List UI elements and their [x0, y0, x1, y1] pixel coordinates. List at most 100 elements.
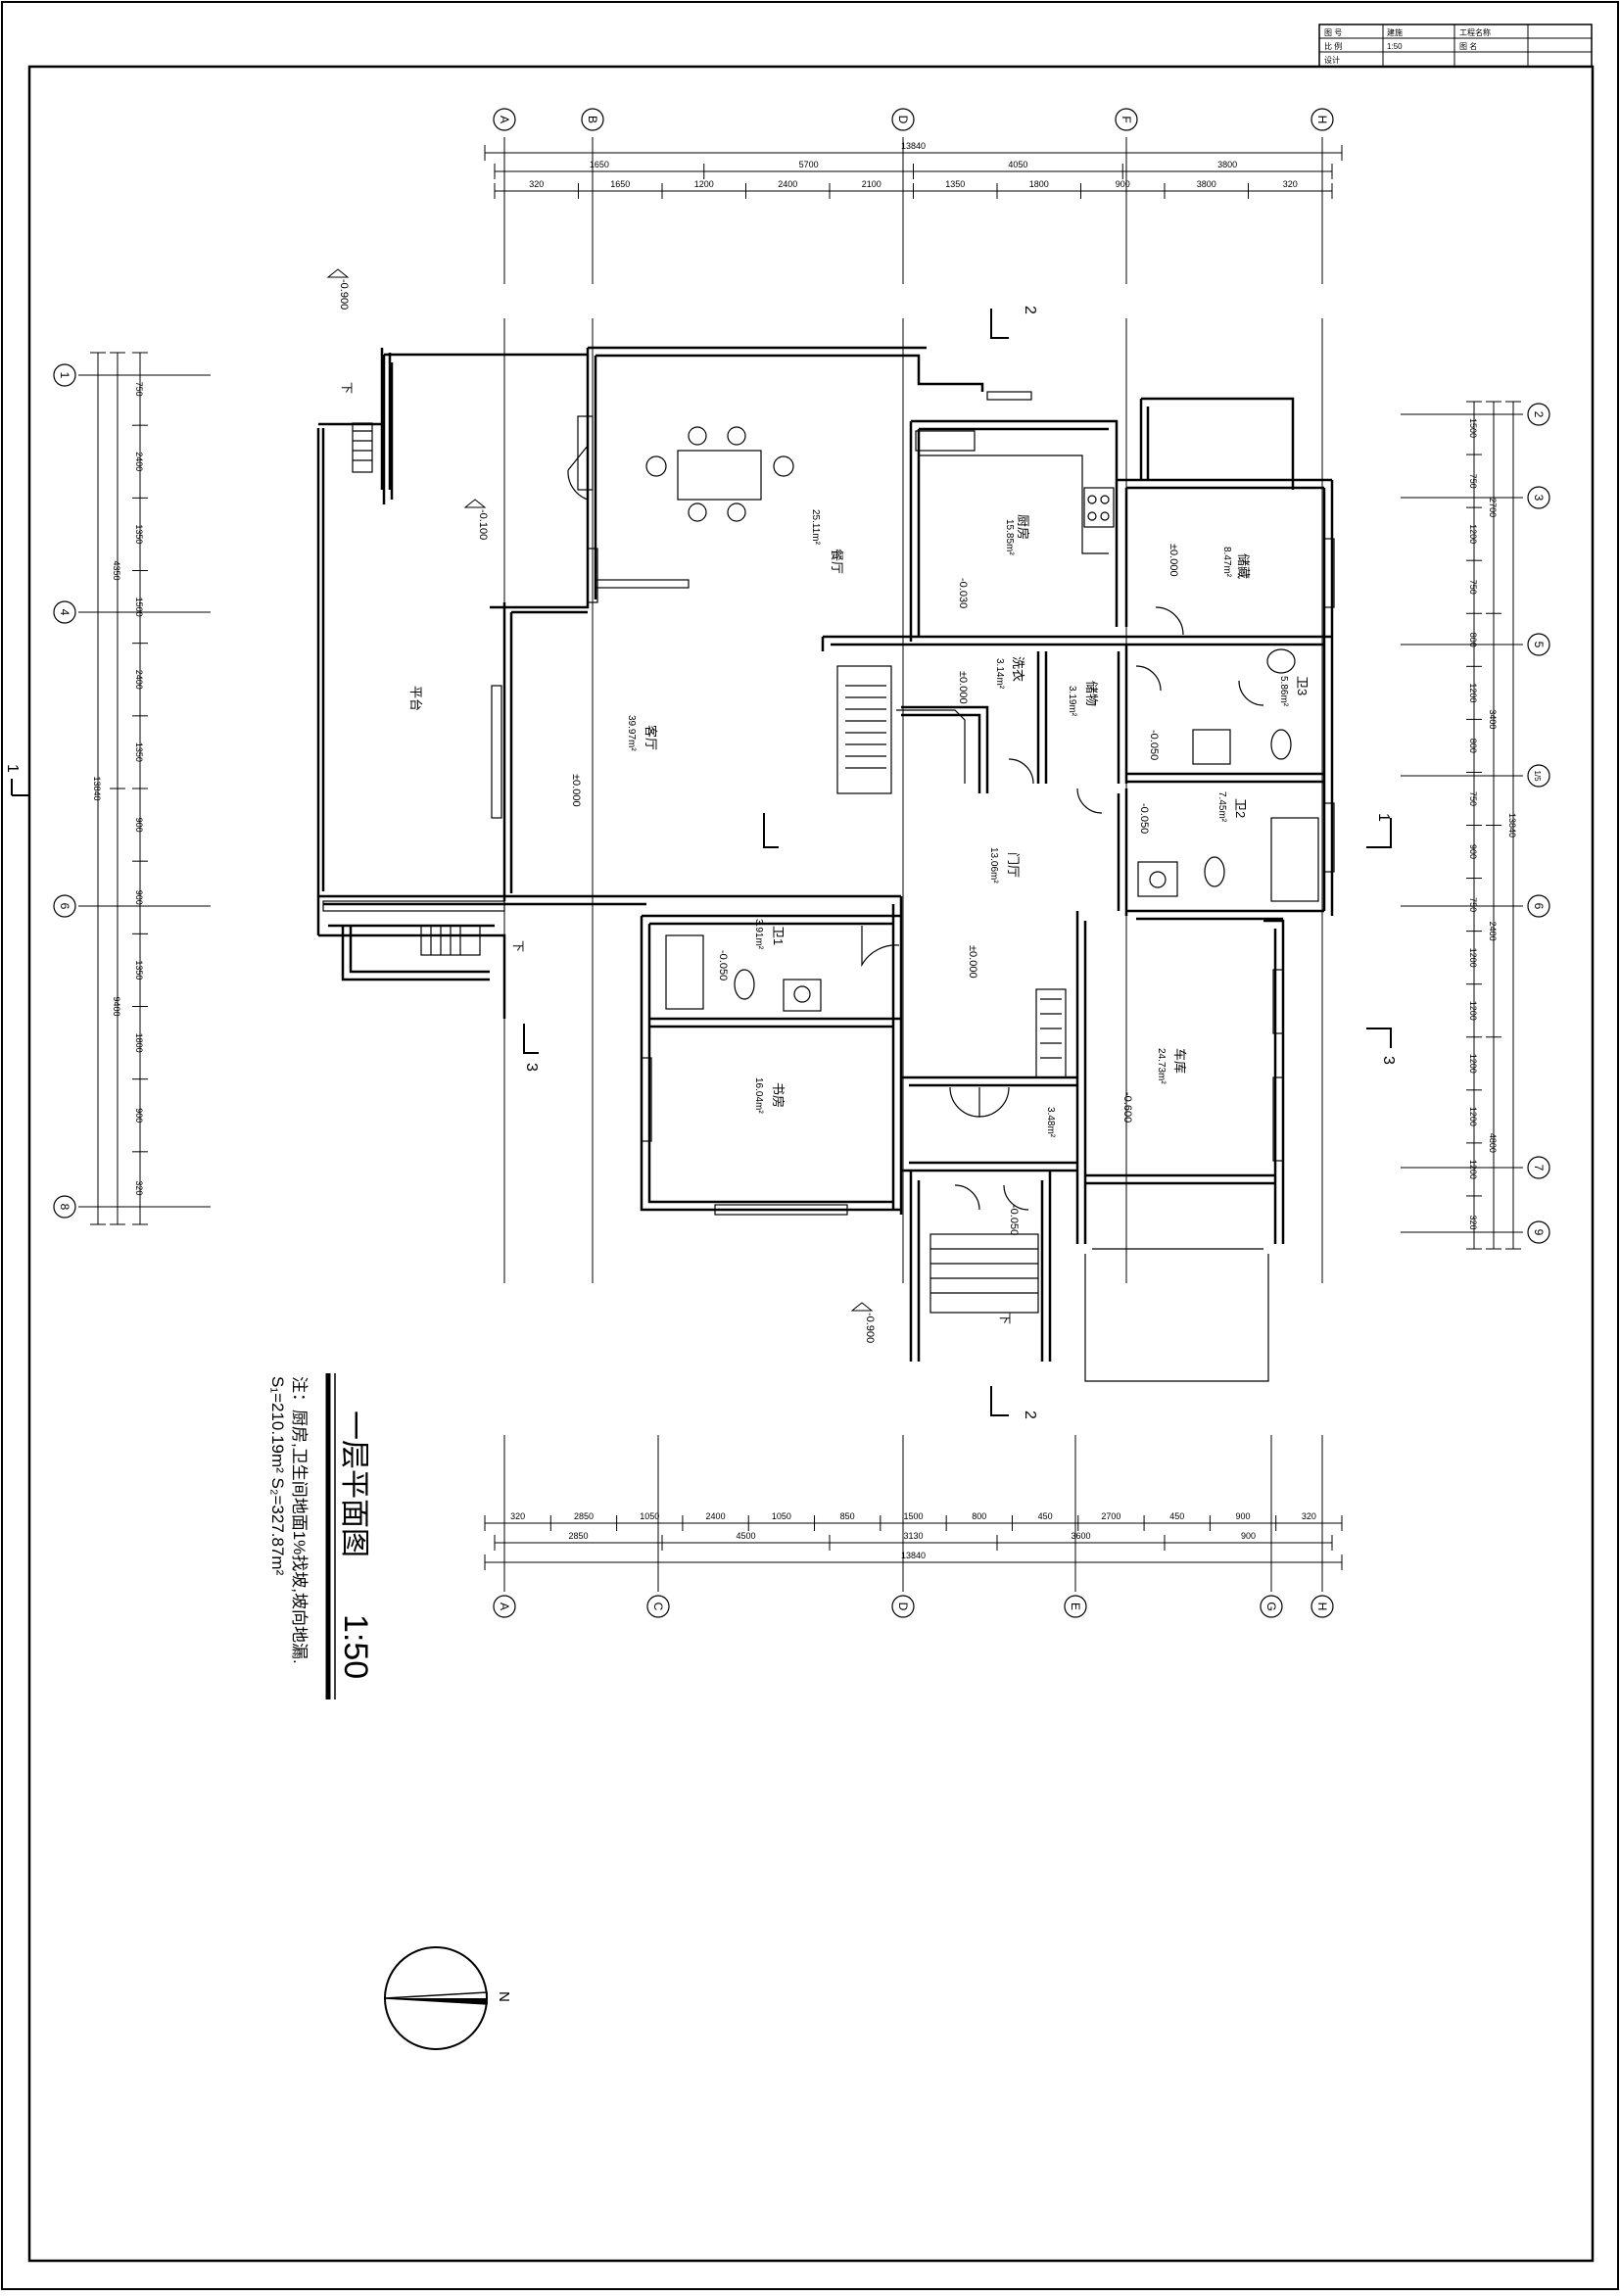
tb-r2c1: 比 例: [1324, 41, 1342, 51]
dim-right-row2-text: 1200: [1468, 1160, 1478, 1179]
axis-bubble-right: [1527, 403, 1550, 426]
dim-right-row1-text: 2400: [1488, 922, 1498, 941]
dim-left-row1-text-wrap: 4350: [112, 560, 121, 580]
dim-left-row2-text: 1350: [134, 960, 144, 980]
tb-r3c1: 设计: [1324, 55, 1340, 65]
level-garage: -0.600: [1121, 1092, 1133, 1123]
dim-top-row1-text: 1650: [590, 160, 609, 169]
dim-left-row2-text: 900: [134, 890, 144, 905]
section-markers: [11, 309, 1392, 1416]
axis-label-right-wrap: 2: [1532, 411, 1546, 418]
section-labels: 2 2 3 3 1 1: [4, 306, 1397, 1419]
section-3-right: 3: [1380, 1056, 1397, 1065]
level-marks: -0.900 -0.100 ±0.000 -0.030 ±0.000 ±0.00…: [326, 268, 1179, 1343]
axis-bubble-left: [53, 1195, 76, 1219]
dim-right-row2-text-wrap: 900: [1468, 844, 1478, 859]
dim-bottom-row2-text: 4500: [736, 1531, 755, 1541]
axis-bubble-bottom: [493, 1595, 516, 1618]
dim-bottom-row2-text: 3600: [1071, 1531, 1090, 1541]
dim-right-row2-text-wrap: 800: [1468, 739, 1478, 753]
axis-bubble-bottom: [1064, 1595, 1087, 1618]
dim-right-row2-text: 1200: [1468, 524, 1478, 544]
axis-label-bottom-wrap: D: [896, 1602, 910, 1611]
axis-label-right-wrap: 1/5: [1533, 770, 1542, 782]
dim-right-row1-text: 2700: [1488, 498, 1498, 517]
axis-bubble-right: [1527, 894, 1550, 918]
stair-down-entry: 下: [998, 1313, 1012, 1324]
dim-left-row2-text: 1800: [134, 1033, 144, 1053]
dim-right-row2-text-wrap: 1200: [1468, 1001, 1478, 1021]
dim-right-row2-text-wrap: 1200: [1468, 1160, 1478, 1179]
dim-right-row2-text-wrap: 1200: [1468, 683, 1478, 702]
dim-left-row2-text-wrap: 1800: [134, 1033, 144, 1053]
label-bath3: 卫3: [1295, 676, 1310, 695]
dim-bottom-row1-text: 900: [1236, 1511, 1251, 1521]
axis-label-top: D: [896, 116, 910, 124]
level-outside-top: -0.900: [338, 279, 350, 310]
dim-right-row2-text: 1200: [1468, 683, 1478, 702]
drawing-scale: 1:50: [337, 1614, 374, 1679]
tb-r1c1: 图 号: [1324, 28, 1342, 37]
dim-left-total-text: 13840: [92, 776, 102, 800]
axis-label-right-wrap: 7: [1532, 1165, 1546, 1172]
axis-bubble-top: [1115, 108, 1138, 131]
dim-right-row2-text-wrap: 750: [1468, 897, 1478, 912]
dim-left-row2-text-wrap: 320: [134, 1180, 144, 1195]
axis-label-bottom-wrap: C: [651, 1602, 665, 1611]
dim-right-row1-text: 4800: [1488, 1133, 1498, 1153]
dim-right-row1-text-wrap: 2400: [1488, 922, 1498, 941]
dim-right-row2-text-wrap: 1500: [1468, 418, 1478, 438]
dim-bottom-row1-text: 2700: [1101, 1511, 1120, 1521]
dim-bottom-row2-text: 2850: [568, 1531, 588, 1541]
level-hall: ±0.000: [967, 945, 978, 979]
axis-label-left: 6: [58, 903, 71, 910]
tb-r2c3: 图 名: [1459, 41, 1477, 51]
dim-right-row1-text-wrap: 4800: [1488, 1133, 1498, 1153]
axis-label-bottom: C: [651, 1602, 665, 1611]
dim-right-row2-text-wrap: 1200: [1468, 948, 1478, 968]
dim-right-row2-text: 1200: [1468, 1001, 1478, 1021]
dim-top-row2-text: 1650: [610, 179, 630, 189]
dim-bottom-row1-text: 450: [1038, 1511, 1053, 1521]
dim-left-row2-text-wrap: 2400: [134, 670, 144, 690]
dim-left-row2-text-wrap: 1350: [134, 742, 144, 762]
dim-right-row2-text: 800: [1468, 739, 1478, 753]
level-storage: ±0.000: [1167, 544, 1179, 577]
dim-right-total-text: 13840: [1507, 813, 1517, 837]
area-wash: 3.14m²: [994, 658, 1005, 690]
dim-left-row2-text: 750: [134, 382, 144, 397]
axis-label-top: F: [1120, 116, 1133, 122]
dim-right-row2-text-wrap: 1200: [1468, 1107, 1478, 1126]
axis-bubble-top: [891, 108, 915, 131]
dim-right-row1-text-wrap: 2700: [1488, 498, 1498, 517]
level-stair: ±0.000: [957, 671, 969, 704]
axis-label-left-wrap: 6: [58, 903, 71, 910]
axis-label-bottom-wrap: H: [1315, 1602, 1329, 1611]
label-living: 客厅: [643, 725, 658, 750]
dim-right-row1-text-wrap: 3400: [1488, 709, 1498, 729]
dim-left-row1-text-wrap: 9400: [112, 996, 121, 1016]
axis-bubble-left: [53, 600, 76, 624]
area-pantry: 3.19m²: [1067, 686, 1077, 717]
dim-left-row2-text: 1350: [134, 742, 144, 762]
dim-right-row2-text: 1500: [1468, 418, 1478, 438]
label-bath1: 卫1: [771, 926, 786, 945]
axis-label-right-wrap: 6: [1532, 903, 1546, 910]
dim-bottom-row1-text: 1500: [903, 1511, 923, 1521]
dim-right-row2-text-wrap: 1200: [1468, 524, 1478, 544]
axis-bubble-right: [1527, 486, 1550, 509]
drawing-note: 注：厨房,卫生间地面1%找坡,坡向地漏.: [290, 1376, 309, 1664]
dim-left-row2-text-wrap: 1350: [134, 524, 144, 544]
dim-bottom-row1-text: 320: [510, 1511, 525, 1521]
dim-top-row2-text: 1350: [945, 179, 965, 189]
area-dining: 25.11m²: [810, 509, 821, 546]
dim-bottom-row2-text: 3130: [903, 1531, 923, 1541]
axis-label-left: 1: [58, 372, 71, 379]
axis-bubble-right: [1527, 1156, 1550, 1179]
dim-right-total-text-wrap: 13840: [1507, 813, 1517, 837]
label-wash: 洗衣: [1011, 656, 1025, 682]
dim-right-row2-text: 750: [1468, 897, 1478, 912]
axis-label-left: 8: [58, 1204, 71, 1211]
